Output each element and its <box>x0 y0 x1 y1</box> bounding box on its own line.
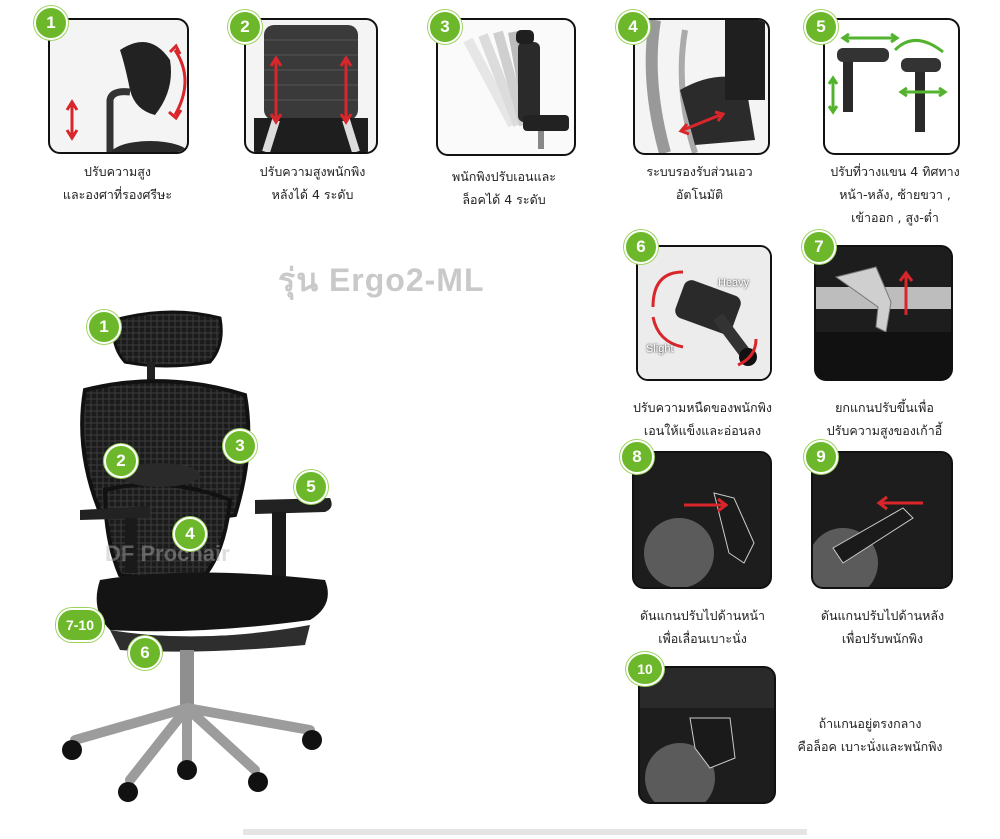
recline-illustration <box>463 30 569 149</box>
chair-image <box>40 300 370 820</box>
caption-line: หลังได้ 4 ระดับ <box>271 187 354 202</box>
feature-badge-4: 4 <box>616 10 650 44</box>
caption-line: ยกแกนปรับขึ้นเพื่อ <box>835 400 934 415</box>
bottom-divider <box>243 829 807 835</box>
caption-line: ระบบรองรับส่วนเอว <box>646 164 753 179</box>
feature-7-caption: ยกแกนปรับขึ้นเพื่อ ปรับความสูงของเก้าอี้ <box>792 396 977 442</box>
caption-line: ปรับความสูง <box>84 164 151 179</box>
caption-line: ปรับความสูงพนักพิง <box>259 164 366 179</box>
feature-9-image <box>811 451 953 589</box>
chair-badge-1: 1 <box>87 310 121 344</box>
caption-line: คือล็อค เบาะนั่งและพนักพิง <box>797 739 943 754</box>
feature-badge-10: 10 <box>626 652 664 686</box>
office-chair-illustration <box>62 310 332 802</box>
feature-1-image <box>48 18 189 154</box>
slight-label: Slight <box>646 343 674 355</box>
feature-6-caption: ปรับความหนืดของพนักพิง เอนให้แข็งและอ่อน… <box>610 396 795 442</box>
caption-line: และองศาที่รองศรีษะ <box>62 187 173 202</box>
feature-badge-9: 9 <box>804 440 838 474</box>
feature-10-caption: ถ้าแกนอยู่ตรงกลาง คือล็อค เบาะนั่งและพนั… <box>780 712 960 758</box>
feature-4-image <box>633 18 770 155</box>
feature-badge-1: 1 <box>34 6 68 40</box>
chair-badge-2: 2 <box>104 444 138 478</box>
feature-3-caption: พนักพิงปรับเอนและ ล็อคได้ 4 ระดับ <box>414 165 594 211</box>
chair-badge-4: 4 <box>173 517 207 551</box>
caption-line: ถ้าแกนอยู่ตรงกลาง <box>818 716 922 731</box>
lock-lever-illustration <box>640 668 774 802</box>
feature-badge-3: 3 <box>428 10 462 44</box>
feature-8-caption: ดันแกนปรับไปด้านหน้า เพื่อเลื่อนเบาะนั่ง <box>610 604 795 650</box>
caption-line: ปรับความหนืดของพนักพิง <box>633 400 772 415</box>
feature-5-image <box>823 18 960 155</box>
feature-badge-5: 5 <box>804 10 838 44</box>
feature-5-caption: ปรับที่วางแขน 4 ทิศทาง หน้า-หลัง, ซ้ายขว… <box>795 160 995 229</box>
caption-line: เอนให้แข็งและอ่อนลง <box>643 423 762 438</box>
feature-2-image <box>244 18 378 154</box>
feature-10-image <box>638 666 776 804</box>
caption-line: ดันแกนปรับไปด้านหลัง <box>820 608 945 623</box>
chair-badge-5: 5 <box>294 470 328 504</box>
feature-badge-8: 8 <box>620 440 654 474</box>
feature-8-image <box>632 451 772 589</box>
backrest-height-illustration <box>254 25 368 152</box>
headrest-illustration <box>65 42 187 152</box>
caption-line: ดันแกนปรับไปด้านหน้า <box>639 608 766 623</box>
heavy-label: Heavy <box>718 277 750 289</box>
feature-7-image <box>814 245 953 381</box>
lumbar-support-illustration <box>645 20 765 153</box>
height-lever-illustration <box>816 266 951 379</box>
feature-6-image: Heavy Slight <box>636 245 772 381</box>
product-title: รุ่น Ergo2-ML <box>278 262 485 298</box>
feature-9-caption: ดันแกนปรับไปด้านหลัง เพื่อปรับพนักพิง <box>790 604 975 650</box>
backrest-lever-illustration <box>813 495 923 587</box>
feature-1-caption: ปรับความสูง และองศาที่รองศรีษะ <box>30 160 205 206</box>
feature-4-caption: ระบบรองรับส่วนเอว อัตโนมัติ <box>612 160 787 206</box>
chair-badge-7-10: 7-10 <box>56 608 104 642</box>
feature-badge-7: 7 <box>802 230 836 264</box>
caption-line: ล็อคได้ 4 ระดับ <box>462 192 546 207</box>
caption-line: หน้า-หลัง, ซ้ายขวา , <box>839 187 951 202</box>
armrest-illustration <box>827 32 948 132</box>
chair-badge-3: 3 <box>223 429 257 463</box>
caption-line: เพื่อเลื่อนเบาะนั่ง <box>658 631 747 646</box>
feature-badge-2: 2 <box>228 10 262 44</box>
caption-line: อัตโนมัติ <box>675 187 724 202</box>
tension-knob-illustration <box>638 247 770 379</box>
caption-line: ปรับที่วางแขน 4 ทิศทาง <box>830 164 960 179</box>
feature-3-image <box>436 18 576 156</box>
caption-line: เพื่อปรับพนักพิง <box>841 631 924 646</box>
caption-line: เข้าออก , สูง-ต่ำ <box>851 210 939 225</box>
watermark: DF Prochair <box>105 541 230 566</box>
seat-slide-lever-illustration <box>644 492 755 587</box>
feature-2-caption: ปรับความสูงพนักพิง หลังได้ 4 ระดับ <box>225 160 400 206</box>
chair-badge-6: 6 <box>128 636 162 670</box>
feature-badge-6: 6 <box>624 230 658 264</box>
caption-line: พนักพิงปรับเอนและ <box>451 169 557 184</box>
caption-line: ปรับความสูงของเก้าอี้ <box>826 423 943 438</box>
